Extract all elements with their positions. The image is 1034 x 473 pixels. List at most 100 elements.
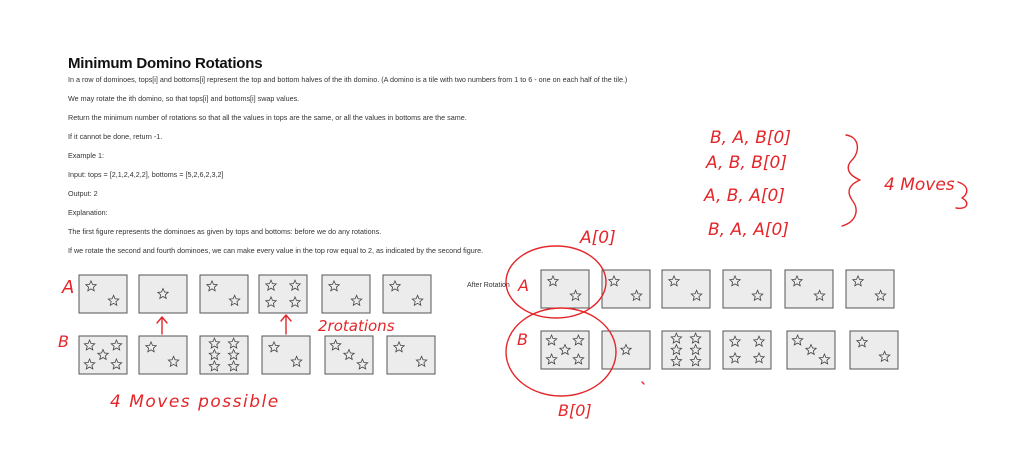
- domino-bottom-before-1: [138, 335, 188, 375]
- star-pip-icon: [569, 289, 582, 302]
- domino-top-before-0: [78, 274, 128, 314]
- star-pip-icon: [546, 274, 560, 287]
- row-b-label: B: [58, 332, 69, 351]
- star-pip-icon: [818, 352, 831, 365]
- star-pip-icon: [83, 357, 96, 370]
- star-pip-icon: [288, 295, 302, 308]
- star-pip-icon: [411, 294, 424, 307]
- star-pip-icon: [728, 351, 742, 364]
- star-pip-icon: [813, 289, 826, 302]
- star-pip-icon: [167, 355, 180, 368]
- star-pip-icon: [290, 355, 303, 368]
- a-index-note: A[0]: [579, 228, 616, 248]
- domino-top-before-3: [258, 274, 308, 314]
- explanation-second-figure: If we rotate the second and fourth domin…: [68, 246, 484, 255]
- ink-dot: [641, 381, 645, 385]
- domino-bottom-after-3: [722, 330, 772, 370]
- star-pip-icon: [144, 340, 158, 353]
- circle-bottom-tile: [505, 307, 617, 397]
- after-rotation-label: After Rotation: [467, 282, 510, 289]
- star-pip-icon: [690, 289, 703, 302]
- domino-top-before-2: [199, 274, 249, 314]
- b-index-note: B[0]: [558, 401, 592, 420]
- example-output: Output: 2: [68, 189, 98, 198]
- problem-title: Minimum Domino Rotations: [68, 55, 263, 72]
- star-pip-icon: [392, 340, 406, 353]
- paragraph-return: Return the minimum number of rotations s…: [68, 113, 467, 122]
- star-pip-icon: [619, 343, 633, 356]
- curly-brace: [841, 134, 861, 227]
- star-pip-icon: [208, 337, 221, 349]
- star-pip-icon: [752, 335, 766, 347]
- star-pip-icon: [670, 343, 683, 356]
- domino-top-before-4: [321, 274, 371, 314]
- star-pip-icon: [264, 295, 278, 308]
- star-pip-icon: [667, 274, 681, 287]
- star-pip-icon: [329, 338, 342, 351]
- star-pip-icon: [752, 351, 766, 364]
- star-pip-icon: [227, 348, 240, 361]
- domino-top-after-1: [601, 269, 651, 309]
- star-pip-icon: [878, 350, 891, 363]
- star-pip-icon: [572, 333, 585, 346]
- example-heading: Example 1:: [68, 151, 104, 160]
- combo-4: B, A, A[0]: [708, 220, 789, 240]
- star-pip-icon: [874, 289, 887, 302]
- star-pip-icon: [264, 279, 278, 291]
- domino-top-after-3: [722, 269, 772, 309]
- star-pip-icon: [208, 348, 221, 361]
- star-pip-icon: [107, 294, 120, 307]
- star-pip-icon: [110, 357, 123, 370]
- domino-top-before-1: [138, 274, 188, 314]
- star-pip-icon: [267, 340, 281, 353]
- star-pip-icon: [327, 279, 341, 292]
- star-pip-icon: [388, 279, 402, 292]
- star-pip-icon: [790, 274, 804, 287]
- paragraph-impossible: If it cannot be done, return -1.: [68, 132, 163, 141]
- domino-bottom-after-1: [601, 330, 651, 370]
- star-pip-icon: [751, 289, 764, 302]
- star-pip-icon: [804, 343, 818, 356]
- domino-top-after-4: [784, 269, 834, 309]
- domino-bottom-before-5: [386, 335, 436, 375]
- domino-bottom-before-2: [199, 335, 249, 375]
- star-pip-icon: [670, 332, 683, 344]
- star-pip-icon: [607, 274, 621, 287]
- star-pip-icon: [350, 294, 363, 307]
- after-row-a-label: A: [517, 276, 529, 295]
- star-pip-icon: [728, 274, 742, 287]
- star-pip-icon: [572, 352, 585, 365]
- domino-top-after-2: [661, 269, 711, 309]
- problem-description: Minimum Domino Rotations In a row of dom…: [68, 55, 748, 266]
- star-pip-icon: [228, 294, 241, 307]
- four-moves-note: 4 Moves: [884, 175, 955, 195]
- star-pip-icon: [83, 338, 96, 351]
- domino-bottom-after-0: [540, 330, 590, 370]
- star-pip-icon: [545, 352, 558, 365]
- brace-mark: [955, 181, 968, 210]
- up-arrow-icon: [156, 316, 168, 335]
- explanation-heading: Explanation:: [68, 208, 108, 217]
- star-pip-icon: [356, 357, 369, 370]
- combo-1: B, A, B[0]: [710, 128, 791, 148]
- star-pip-icon: [110, 338, 123, 351]
- example-input: Input: tops = [2,1,2,4,2,2], bottoms = […: [68, 170, 224, 179]
- star-pip-icon: [96, 348, 110, 361]
- after-row-b-label: B: [517, 330, 528, 349]
- domino-bottom-before-0: [78, 335, 128, 375]
- domino-top-after-0: [540, 269, 590, 309]
- star-pip-icon: [670, 354, 683, 367]
- star-pip-icon: [689, 332, 702, 344]
- star-pip-icon: [415, 355, 428, 368]
- star-pip-icon: [227, 337, 240, 349]
- star-pip-icon: [545, 333, 558, 346]
- paragraph-definition: In a row of dominoes, tops[i] and bottom…: [68, 75, 628, 84]
- four-moves-possible-note: 4 Moves possible: [110, 392, 280, 412]
- domino-top-before-5: [382, 274, 432, 314]
- star-pip-icon: [855, 335, 869, 348]
- circle-top-tile: [505, 245, 607, 319]
- star-pip-icon: [205, 279, 219, 292]
- star-pip-icon: [288, 279, 302, 291]
- combo-3: A, B, A[0]: [703, 186, 785, 206]
